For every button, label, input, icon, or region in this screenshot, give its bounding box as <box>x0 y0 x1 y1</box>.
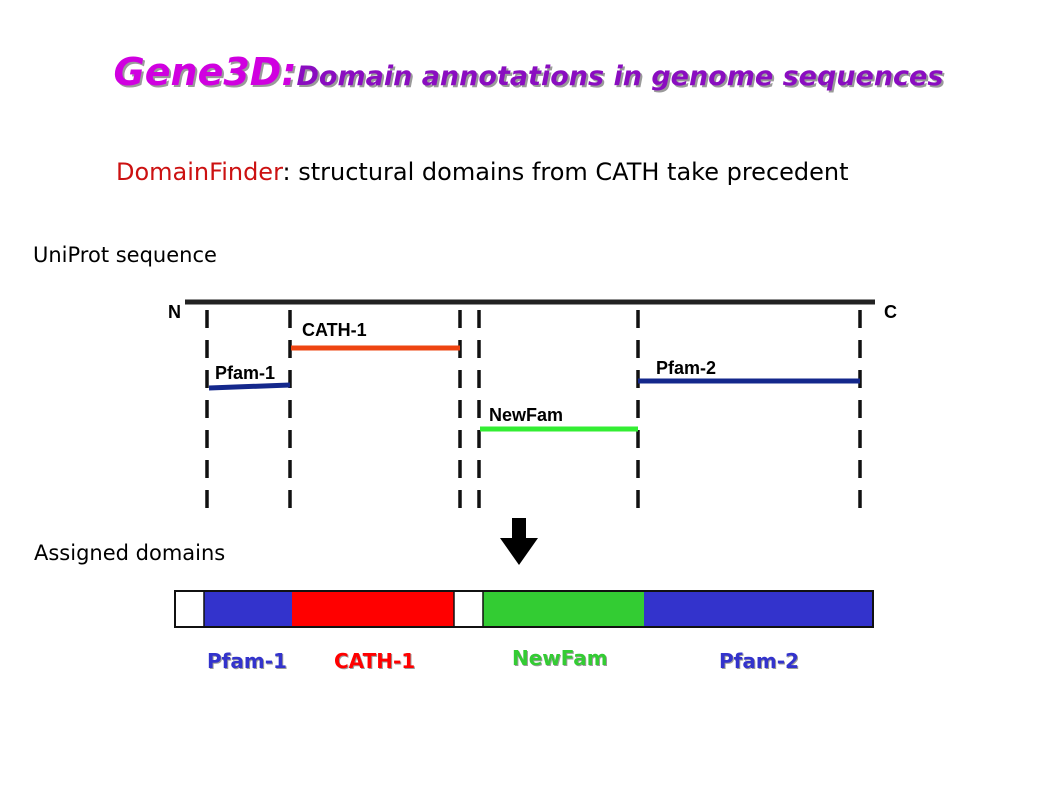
newfam-assigned-label: NewFam <box>512 646 608 670</box>
pfam-1-segment <box>204 591 292 627</box>
pfam-2-segment <box>644 591 873 627</box>
pfam-1-hit-line <box>208 382 291 391</box>
pfam-2-assigned-label: Pfam-2 <box>719 649 799 673</box>
cath-1-assigned-label: CATH-1 <box>334 649 416 673</box>
pfam-1-hit-label: Pfam-1 <box>215 363 276 383</box>
pfam-1-assigned-label: Pfam-1 <box>207 649 287 673</box>
slide-title: Gene3D:Domain annotations in genome sequ… <box>0 50 1057 94</box>
cath-1-segment <box>292 591 454 627</box>
assigned-domain-bar <box>174 590 874 628</box>
unassigned-segment <box>454 591 483 627</box>
newfam-hit-label: NewFam <box>489 405 564 425</box>
uniprot-sequence-label: UniProt sequence <box>33 243 217 267</box>
c-terminus-label: C <box>884 302 897 322</box>
down-arrow-icon <box>500 518 538 565</box>
subtitle: DomainFinder: structural domains from CA… <box>116 158 849 186</box>
domain-boundaries <box>205 310 862 508</box>
subtitle-rest: : structural domains from CATH take prec… <box>282 158 849 186</box>
cath-1-hit-label: CATH-1 <box>302 320 367 340</box>
unassigned-segment <box>175 591 204 627</box>
n-terminus-label: N <box>168 302 181 322</box>
title-prefix: Gene3D: <box>113 50 297 94</box>
bar-outline <box>174 590 874 628</box>
pfam-2-hit-label: Pfam-2 <box>656 358 717 378</box>
newfam-segment <box>483 591 644 627</box>
subtitle-highlight: DomainFinder <box>116 158 283 186</box>
assigned-domains-label: Assigned domains <box>34 541 226 565</box>
title-rest: Domain annotations in genome sequences <box>296 61 944 92</box>
